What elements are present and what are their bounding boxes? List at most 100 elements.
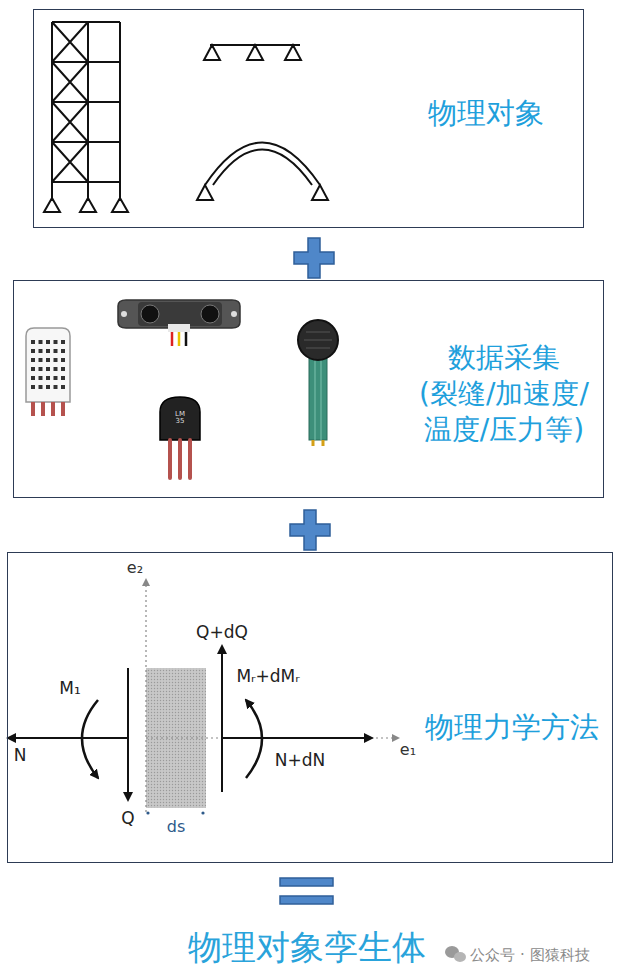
beam-supports — [204, 45, 301, 60]
ir-sensor-housing — [138, 302, 222, 326]
panel-title: 物理力学方法 — [414, 709, 610, 746]
grille-hole — [46, 358, 50, 362]
grille-hole — [39, 376, 43, 380]
grille-hole — [54, 367, 58, 371]
force-label: N+dN — [275, 751, 325, 770]
free-body-diagram — [8, 580, 398, 815]
grille-hole — [54, 385, 58, 389]
moment-label: Mᵣ+dMᵣ — [236, 667, 299, 686]
ir-distance-sensor — [118, 300, 240, 346]
grille-hole — [46, 385, 50, 389]
fsr-pad-lines — [304, 332, 332, 348]
grille-hole — [46, 367, 50, 371]
force-sensor — [298, 320, 338, 446]
grille-hole — [31, 349, 35, 353]
connector — [168, 324, 190, 332]
grille-hole — [46, 340, 50, 344]
plus-sign — [294, 238, 334, 278]
grille-hole — [61, 340, 65, 344]
frame-tower — [44, 22, 128, 212]
grille-hole — [54, 376, 58, 380]
panel-box: 物理对象 — [33, 9, 584, 228]
chat-bubble — [454, 952, 466, 962]
grille-hole — [61, 367, 65, 371]
watermark-icon — [445, 946, 466, 962]
axis-label: e₂ — [127, 559, 143, 577]
grille-hole — [31, 376, 35, 380]
humidity-sensor-pins — [33, 402, 63, 416]
normal-force-left — [8, 737, 128, 739]
wire — [171, 332, 174, 346]
grille-hole — [46, 376, 50, 380]
ds-tick — [146, 811, 149, 814]
ir-receiver — [201, 305, 219, 323]
equals-bar — [280, 896, 333, 904]
equals-bar — [280, 878, 333, 886]
mount-hole — [121, 311, 127, 317]
grille-hole — [39, 358, 43, 362]
grille-hole — [61, 385, 65, 389]
humidity-sensor-body — [26, 328, 70, 402]
result-caption: 物理对象孪生体 — [188, 929, 426, 966]
panel-box: 数据采集 (裂缝/加速度/ 温度/压力等) — [13, 280, 604, 498]
force-label: Q — [121, 809, 134, 828]
tower-bracing — [52, 22, 88, 182]
grille-hole — [31, 385, 35, 389]
e1-axis — [146, 737, 398, 738]
shear-arrow-left — [127, 668, 129, 800]
panel-title: 数据采集 (裂缝/加速度/ 温度/压力等) — [409, 340, 599, 447]
grille-hole — [61, 376, 65, 380]
wire — [185, 332, 188, 346]
normal-force-right — [222, 737, 372, 739]
shear-arrow-right — [221, 646, 223, 792]
grille-hole — [39, 385, 43, 389]
plus-sign — [290, 510, 330, 550]
tower-columns — [52, 22, 120, 198]
ir-sensor-body — [118, 300, 240, 328]
tower-supports — [44, 198, 128, 212]
arch-supports — [197, 185, 328, 200]
grille-hole — [31, 367, 35, 371]
continuous-beam — [204, 45, 301, 60]
arch — [197, 143, 328, 201]
fsr-tail — [309, 352, 327, 440]
fsr-pad — [298, 320, 338, 360]
ir-emitter — [141, 305, 159, 323]
watermark: 公众号 · 图猿科技 — [470, 947, 589, 964]
grille-hole — [39, 340, 43, 344]
tower-floors — [52, 22, 120, 182]
grille-hole — [61, 349, 65, 353]
humidity-sensor-grille — [31, 340, 65, 389]
dimension-label: ds — [167, 818, 186, 836]
moment-arrow-left — [82, 700, 98, 778]
grille-hole — [54, 340, 58, 344]
grille-hole — [31, 340, 35, 344]
lm35-legs — [170, 440, 190, 478]
humidity-sensor — [26, 328, 70, 416]
force-label: Q+dQ — [196, 623, 248, 642]
component-marking: LM 35 — [174, 411, 187, 425]
grille-hole — [54, 358, 58, 362]
arch-outer — [205, 143, 320, 186]
lm35-body — [160, 397, 200, 440]
ds-tick — [201, 811, 204, 814]
grille-hole — [39, 349, 43, 353]
grille-hole — [31, 358, 35, 362]
mount-hole — [231, 311, 237, 317]
fsr-traces — [315, 354, 321, 440]
temperature-sensor — [160, 397, 200, 478]
grille-hole — [61, 358, 65, 362]
grille-hole — [39, 367, 43, 371]
moment-label: M₁ — [59, 679, 80, 698]
arch-inner — [213, 150, 312, 186]
e2-axis — [145, 580, 146, 812]
axis-label: e₁ — [400, 741, 416, 759]
panel-box: 物理力学方法 — [7, 552, 613, 863]
panel-title: 物理对象 — [391, 95, 581, 132]
fsr-tips — [313, 440, 323, 446]
force-label: N — [14, 746, 27, 765]
grille-hole — [54, 349, 58, 353]
